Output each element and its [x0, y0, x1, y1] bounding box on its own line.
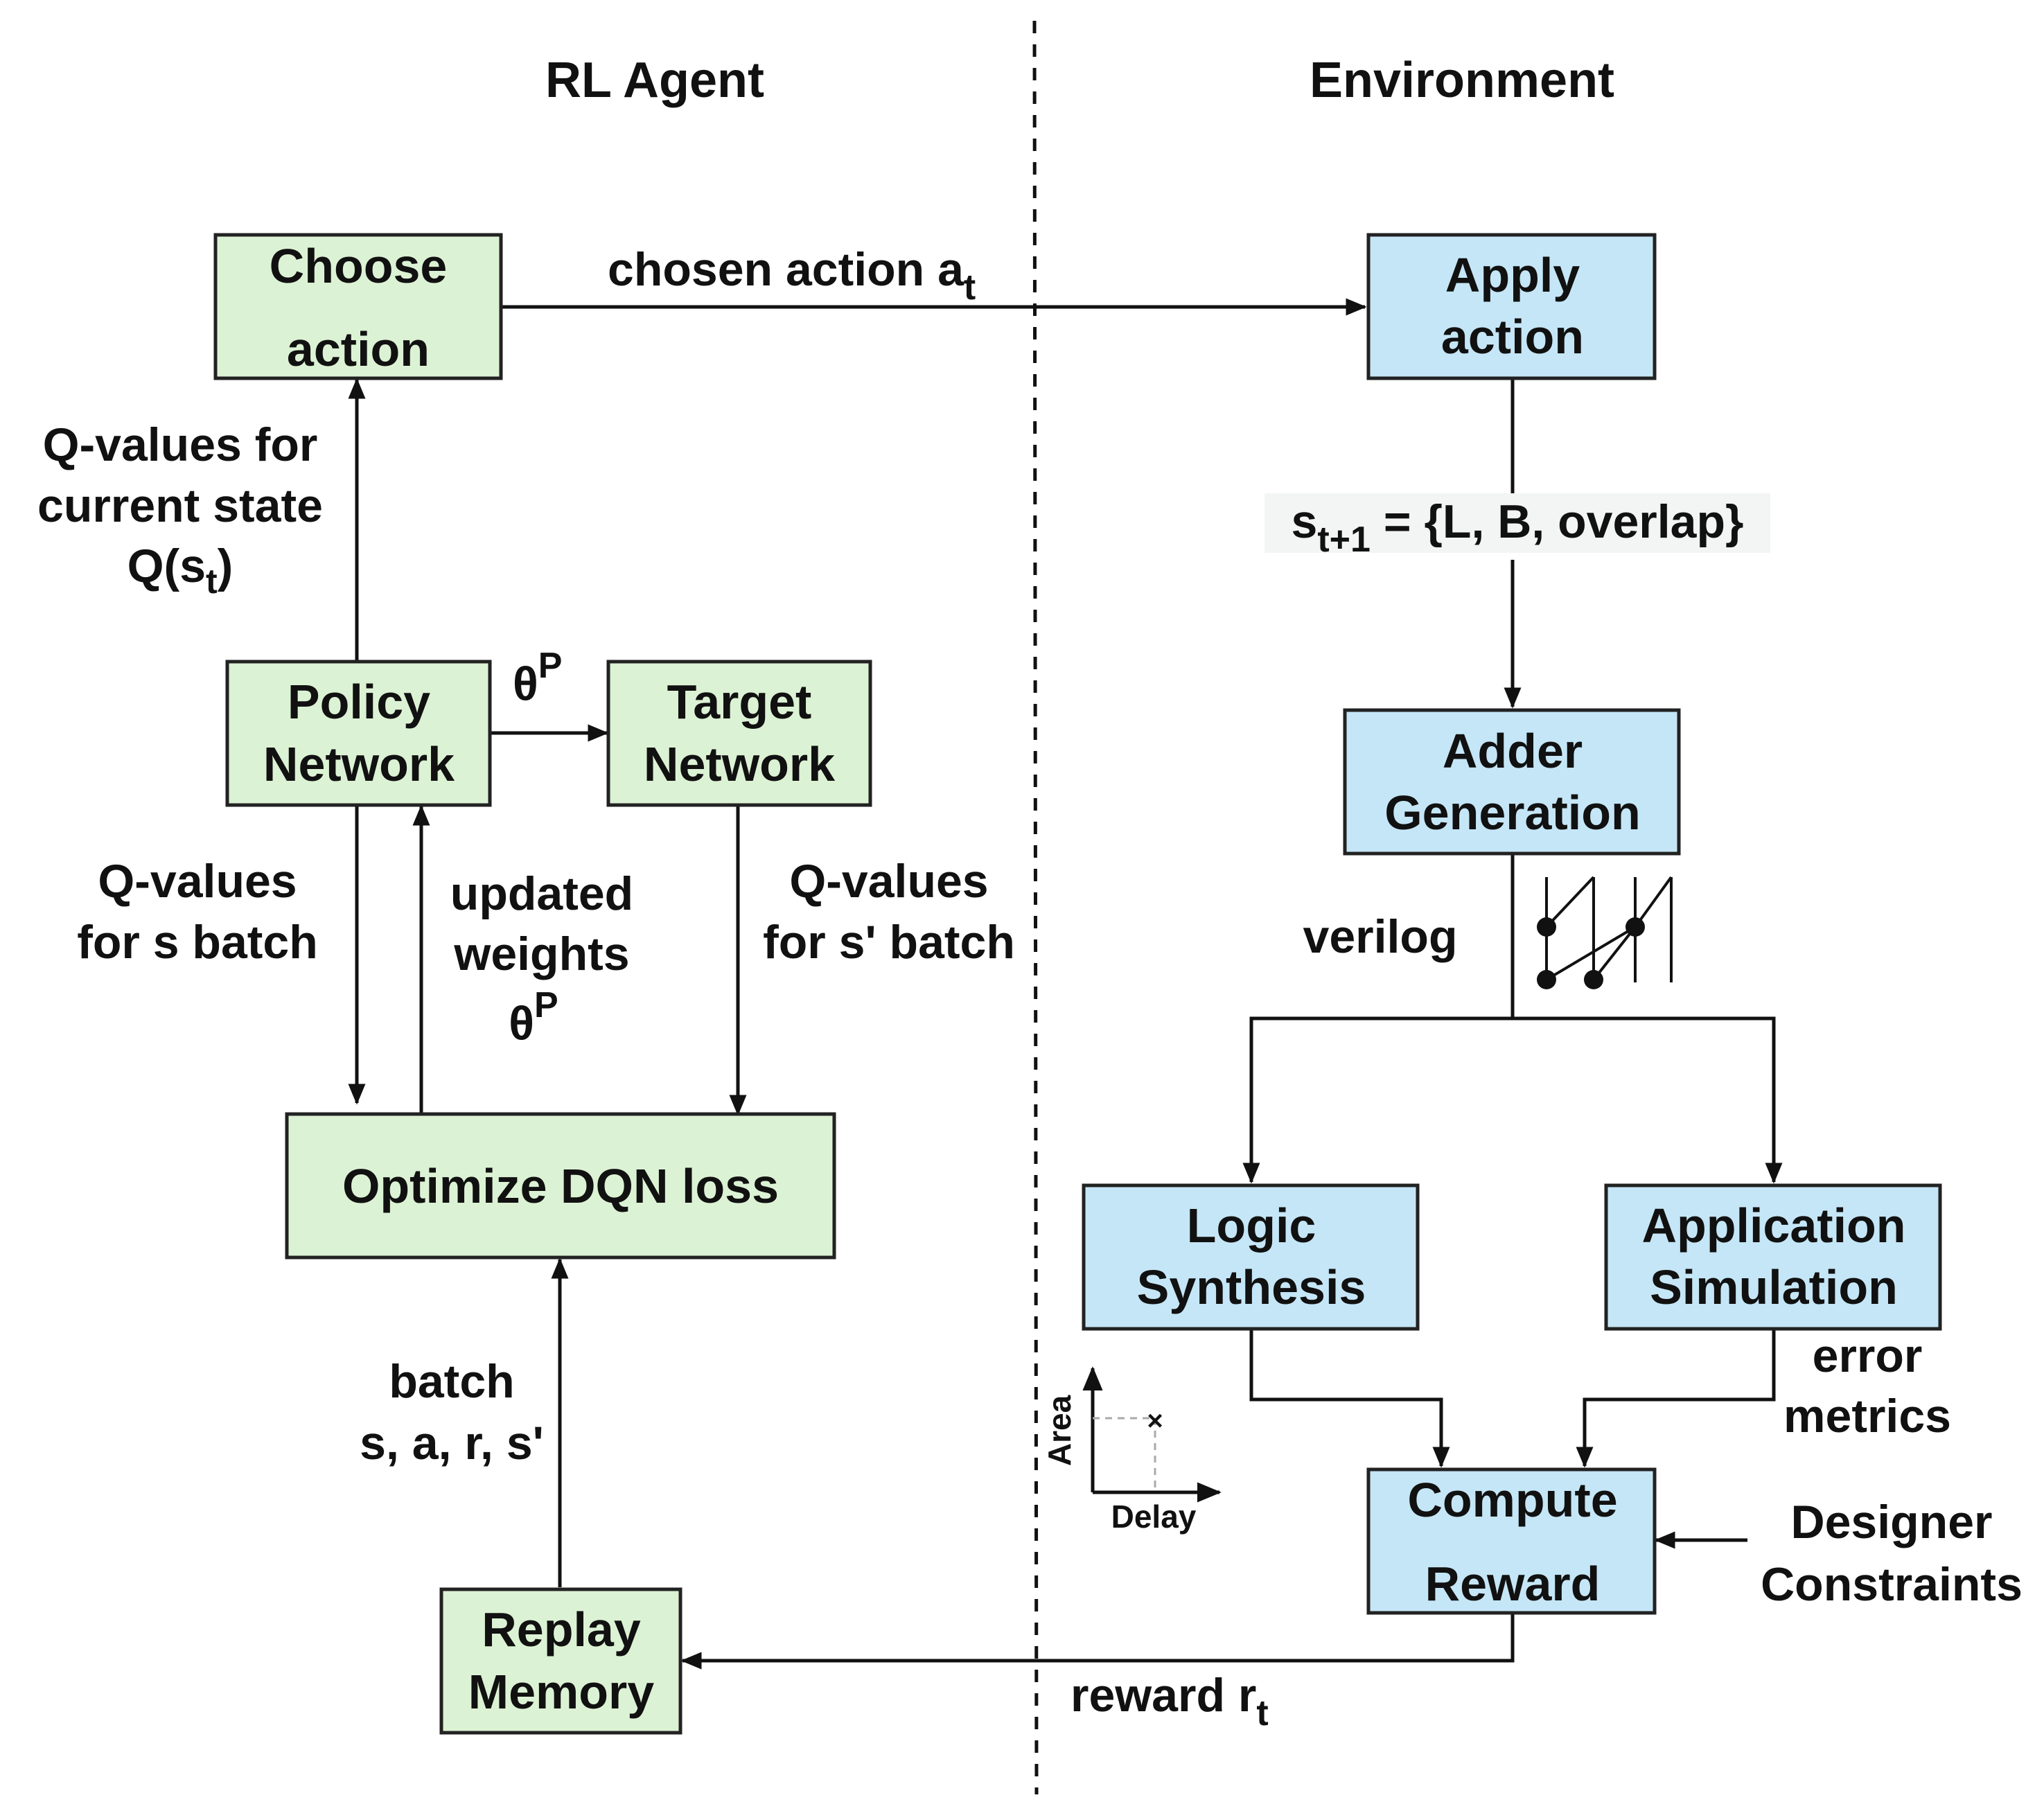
svg-text:Generation: Generation — [1384, 786, 1641, 840]
label-error-metrics: error metrics — [1783, 1330, 1951, 1442]
svg-text:Application: Application — [1641, 1199, 1905, 1253]
svg-text:Policy: Policy — [288, 675, 430, 729]
plot-point-marker: × — [1147, 1406, 1163, 1436]
label-designer-constraints: Designer Constraints — [1761, 1496, 2023, 1611]
svg-text:st+1 = {L, B, overlap}: st+1 = {L, B, overlap} — [1292, 495, 1744, 560]
svg-text:Q(st): Q(st) — [127, 540, 234, 601]
svg-text:θP: θP — [509, 985, 558, 1050]
label-verilog: verilog — [1303, 910, 1458, 963]
svg-text:Q-values for: Q-values for — [43, 418, 318, 471]
svg-text:Synthesis: Synthesis — [1137, 1260, 1366, 1314]
logic-synthesis-box: Logic Synthesis — [1082, 1183, 1420, 1331]
svg-text:Constraints: Constraints — [1761, 1558, 2023, 1611]
apply-action-box: Apply action — [1366, 233, 1657, 380]
svg-text:for s batch: for s batch — [77, 916, 318, 969]
svg-text:Target: Target — [667, 675, 812, 729]
svg-text:Apply: Apply — [1445, 248, 1580, 302]
svg-text:error: error — [1813, 1330, 1923, 1382]
svg-text:Choose: Choose — [270, 239, 448, 293]
label-q-values-s-batch: Q-values for s batch — [77, 855, 318, 969]
compute-reward-box: Compute Reward — [1366, 1467, 1657, 1615]
svg-text:Compute: Compute — [1407, 1473, 1617, 1527]
svg-text:Simulation: Simulation — [1650, 1260, 1898, 1314]
label-theta-p: θP — [513, 646, 562, 710]
svg-text:Replay: Replay — [482, 1602, 641, 1657]
svg-text:Logic: Logic — [1187, 1199, 1316, 1253]
adder-generation-box: Adder Generation — [1343, 708, 1681, 856]
edge-compute-to-replay — [680, 1612, 1515, 1670]
edge-simulation-to-compute — [1576, 1327, 1776, 1468]
replay-memory-box: Replay Memory — [439, 1587, 682, 1735]
svg-text:Optimize DQN loss: Optimize DQN loss — [342, 1159, 779, 1213]
choose-action-box: Choose action — [213, 233, 503, 380]
label-batch: batch s, a, r, s' — [360, 1355, 544, 1469]
svg-text:updated: updated — [450, 867, 633, 920]
svg-text:weights: weights — [453, 928, 629, 980]
label-next-state: st+1 = {L, B, overlap} — [1265, 493, 1770, 560]
target-network-box: Target Network — [606, 660, 872, 807]
section-title-rl-agent: RL Agent — [545, 53, 764, 108]
label-q-values-current-state: Q-values for current state Q(st) — [37, 418, 323, 601]
svg-text:Network: Network — [263, 737, 455, 791]
svg-text:s, a, r, s': s, a, r, s' — [360, 1417, 544, 1469]
label-chosen-action: chosen action at — [608, 243, 976, 308]
svg-text:Area: Area — [1041, 1395, 1077, 1466]
area-delay-plot-icon: × Area Delay — [1041, 1366, 1222, 1535]
policy-network-box: Policy Network — [225, 660, 492, 807]
application-simulation-box: Application Simulation — [1604, 1183, 1942, 1331]
svg-text:Network: Network — [644, 737, 835, 791]
svg-text:Memory: Memory — [468, 1665, 654, 1719]
label-updated-weights: updated weights θP — [450, 867, 633, 1050]
section-title-environment: Environment — [1310, 53, 1614, 108]
svg-text:Delay: Delay — [1111, 1499, 1197, 1535]
svg-text:Reward: Reward — [1425, 1557, 1601, 1611]
svg-text:Q-values: Q-values — [789, 855, 988, 908]
svg-text:Designer: Designer — [1791, 1496, 1993, 1548]
prefix-adder-tree-icon — [1537, 876, 1673, 989]
svg-text:action: action — [1441, 310, 1584, 364]
optimize-dqn-loss-box: Optimize DQN loss — [285, 1112, 836, 1260]
svg-text:batch: batch — [389, 1355, 514, 1408]
edge-adder-to-logic — [1242, 854, 1515, 1184]
svg-text:Adder: Adder — [1443, 724, 1583, 778]
edge-logic-to-compute — [1249, 1327, 1450, 1468]
section-divider — [1032, 20, 1039, 1795]
svg-text:metrics: metrics — [1783, 1390, 1951, 1442]
edge-adder-to-simulation — [1513, 1016, 1783, 1184]
svg-text:action: action — [287, 322, 430, 376]
label-q-values-s-prime-batch: Q-values for s' batch — [763, 855, 1015, 969]
svg-text:for s' batch: for s' batch — [763, 916, 1015, 969]
svg-text:Q-values: Q-values — [98, 855, 297, 908]
label-reward: reward rt — [1071, 1669, 1269, 1733]
svg-text:current state: current state — [37, 479, 323, 532]
